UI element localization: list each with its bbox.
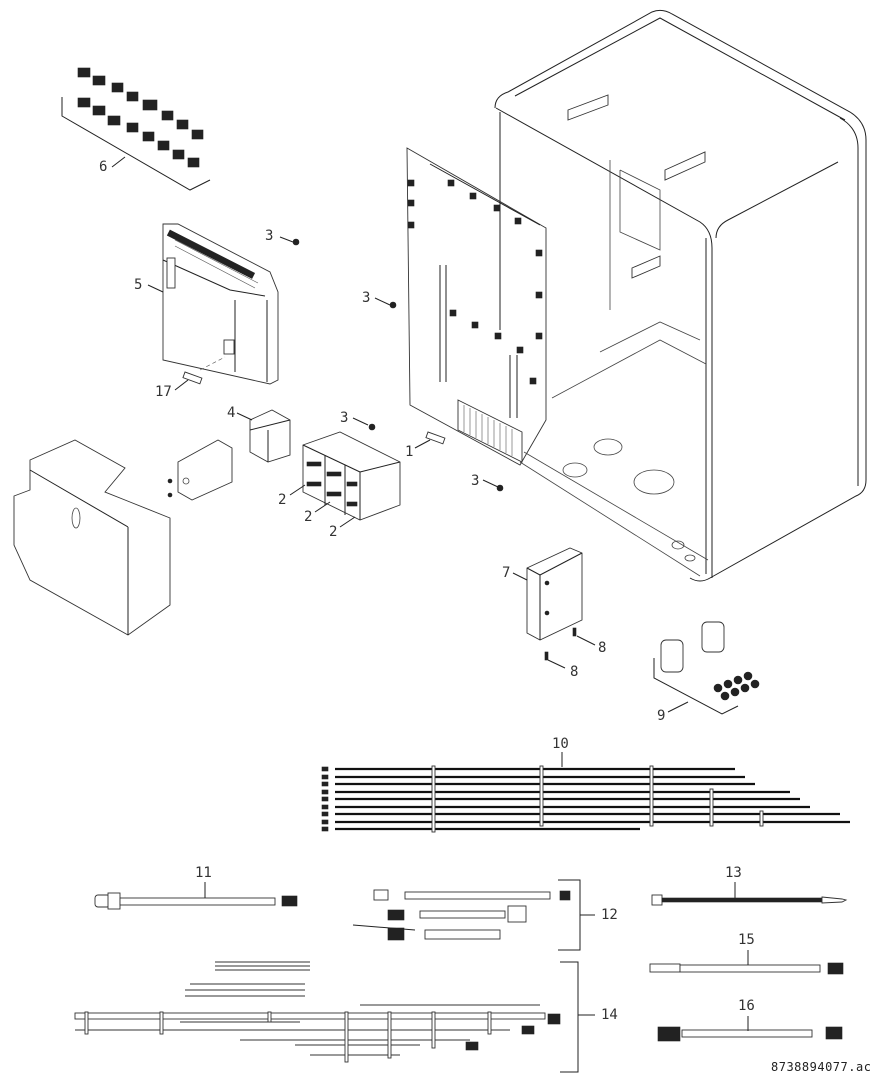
callout-2: 2 — [329, 524, 338, 540]
callout-3: 3 — [340, 410, 349, 426]
sensor-cable-11 — [94, 882, 298, 910]
callout-14: 14 — [601, 1007, 618, 1023]
housing-cabinet — [494, 9, 867, 582]
sensor-cable-15 — [649, 950, 844, 975]
callout-7: 7 — [502, 565, 511, 581]
bracket-box — [526, 547, 583, 641]
cable-tie-13 — [651, 882, 848, 906]
wiring-harness-14 — [74, 961, 595, 1073]
relay — [249, 409, 291, 463]
connection-cable-16 — [657, 1016, 843, 1042]
mounting-plate — [406, 147, 547, 466]
terminal-plug-set — [61, 67, 211, 191]
callout-2: 2 — [278, 492, 287, 508]
callout-9: 9 — [657, 708, 666, 724]
cable-gland-set — [653, 621, 760, 715]
callout-17: 17 — [155, 384, 172, 400]
callout-13: 13 — [725, 865, 742, 881]
callout-8: 8 — [598, 640, 607, 656]
callout-1: 1 — [405, 444, 414, 460]
callout-6: 6 — [99, 159, 108, 175]
figure-id: 8738894077.ac — [771, 1060, 872, 1074]
cover-panel — [13, 439, 171, 636]
callout-4: 4 — [227, 405, 236, 421]
callout-3: 3 — [471, 473, 480, 489]
mounting-bracket — [167, 439, 233, 501]
cable-set-12 — [352, 879, 595, 951]
callout-10: 10 — [552, 736, 569, 752]
screws-8 — [544, 627, 577, 661]
terminal-block — [457, 399, 523, 463]
callout-11: 11 — [195, 865, 212, 881]
callout-12: 12 — [601, 907, 618, 923]
callout-15: 15 — [738, 932, 755, 948]
callout-2: 2 — [304, 509, 313, 525]
callout-5: 5 — [134, 277, 143, 293]
fuse-1 — [425, 431, 446, 445]
contactors — [302, 431, 401, 521]
wire-set — [321, 752, 850, 833]
callout-3: 3 — [362, 290, 371, 306]
callout-8: 8 — [570, 664, 579, 680]
callout-3: 3 — [265, 228, 274, 244]
callout-16: 16 — [738, 998, 755, 1014]
control-module — [162, 223, 279, 385]
leader-lines — [147, 236, 689, 713]
fuse-17 — [182, 356, 226, 385]
